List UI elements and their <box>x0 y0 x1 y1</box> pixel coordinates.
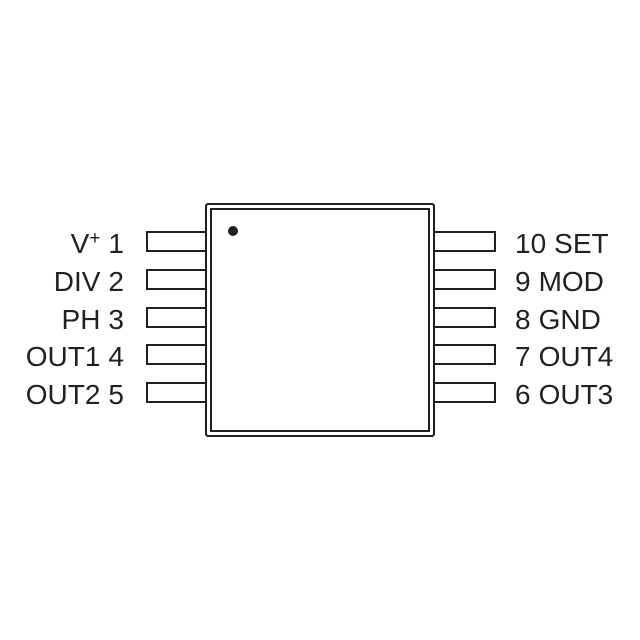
pin-name-4: OUT1 <box>26 341 101 372</box>
pin-number-10: 10 <box>515 228 546 259</box>
right-pin-leads <box>433 231 496 403</box>
pin-lead-3 <box>146 307 207 328</box>
package-body-inner <box>210 208 430 432</box>
right-pin-labels: 10 SET 9 MOD 8 GND 7 OUT4 6 OUT3 <box>515 228 613 410</box>
pin-number-6: 6 <box>515 379 531 410</box>
pin-label-8: 8 GND <box>515 304 601 335</box>
pin-number-3: 3 <box>108 304 124 335</box>
pin-lead-10 <box>433 231 496 252</box>
left-pin-leads <box>146 231 207 403</box>
pin-label-7: 7 OUT4 <box>515 341 613 372</box>
ic-package <box>205 203 435 437</box>
pin-number-2: 2 <box>108 266 124 297</box>
pin-label-6: 6 OUT3 <box>515 379 613 410</box>
pin-number-5: 5 <box>108 379 124 410</box>
pin-lead-9 <box>433 269 496 290</box>
pin-lead-1 <box>146 231 207 252</box>
pin-name-8: GND <box>539 304 601 335</box>
pin-name-10: SET <box>554 228 608 259</box>
pin-number-7: 7 <box>515 341 531 372</box>
pin-label-9: 9 MOD <box>515 266 604 297</box>
pin-name-6: OUT3 <box>539 379 614 410</box>
pin-number-8: 8 <box>515 304 531 335</box>
pin-name-1-superscript: + <box>89 228 100 249</box>
pin-lead-8 <box>433 307 496 328</box>
pin-label-1: V+1 <box>71 228 124 259</box>
pin-name-1: V <box>71 228 90 259</box>
pin-lead-6 <box>433 382 496 403</box>
pin-name-5: OUT2 <box>26 379 101 410</box>
pin-name-7: OUT4 <box>539 341 614 372</box>
pin-name-3: PH <box>62 304 101 335</box>
pin-lead-5 <box>146 382 207 403</box>
pin-name-2: DIV <box>54 266 101 297</box>
pin1-marker-dot <box>228 226 238 236</box>
pin-lead-7 <box>433 344 496 365</box>
pin-label-10: 10 SET <box>515 228 609 259</box>
pin-number-1: 1 <box>108 228 124 259</box>
pin-number-9: 9 <box>515 266 531 297</box>
pin-name-9: MOD <box>539 266 604 297</box>
pin-number-4: 4 <box>108 341 124 372</box>
pin-lead-2 <box>146 269 207 290</box>
pin-lead-4 <box>146 344 207 365</box>
